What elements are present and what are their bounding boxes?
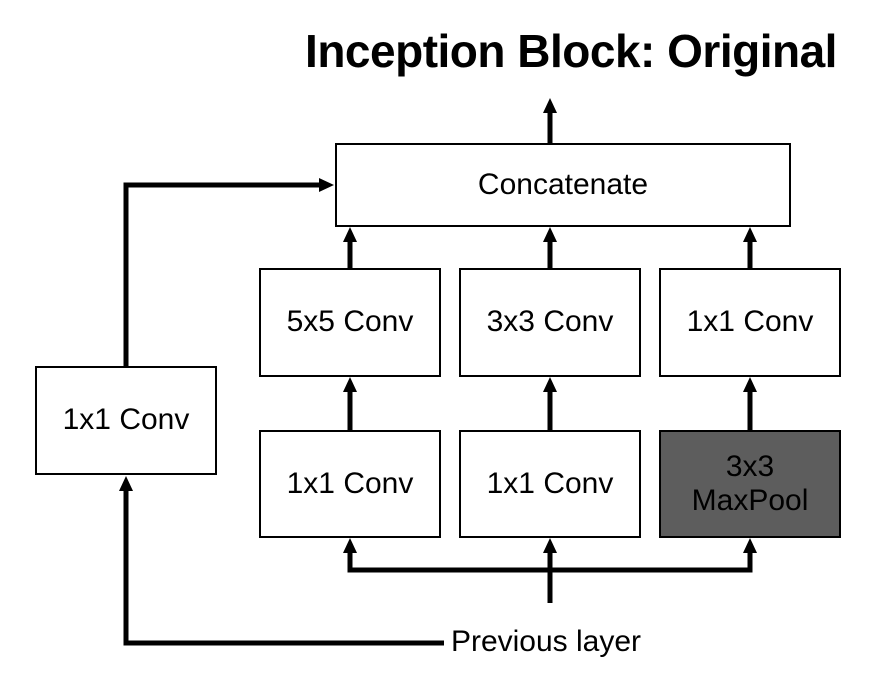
conv-1x1-shortcut-box: 1x1 Conv bbox=[35, 366, 217, 475]
arrow-branch2-stage bbox=[543, 377, 557, 430]
arrow-branch1-stage bbox=[343, 377, 357, 430]
box-label: 5x5 Conv bbox=[286, 305, 414, 339]
conv-1x1-reduce-branch1-box: 1x1 Conv bbox=[259, 430, 441, 538]
arrow-branch2-to-concatenate bbox=[543, 227, 557, 268]
box-label: 3x3 Conv bbox=[486, 305, 614, 339]
conv-1x1-branch3-box: 1x1 Conv bbox=[659, 268, 841, 377]
box-label: 1x1 Conv bbox=[62, 403, 190, 437]
conv-1x1-reduce-branch2-box: 1x1 Conv bbox=[459, 430, 641, 538]
arrow-input-branch bbox=[343, 538, 757, 573]
arrow-input-to-shortcut bbox=[119, 476, 444, 646]
diagram-title: Inception Block: Original bbox=[305, 25, 837, 77]
conv-3x3-box: 3x3 Conv bbox=[459, 268, 641, 377]
box-label: Concatenate bbox=[477, 167, 649, 201]
arrow-branch3-stage bbox=[743, 377, 757, 430]
arrow-branch1-to-concatenate bbox=[343, 227, 357, 268]
box-label: 1x1 Conv bbox=[486, 466, 614, 500]
arrow-concatenate-output bbox=[543, 98, 557, 143]
arrow-input-stem bbox=[543, 538, 557, 603]
previous-layer-label: Previous layer bbox=[450, 625, 642, 658]
box-label: 1x1 Conv bbox=[286, 466, 414, 500]
maxpool-3x3-box: 3x3 MaxPool bbox=[659, 430, 841, 538]
conv-5x5-box: 5x5 Conv bbox=[259, 268, 441, 377]
arrow-shortcut-to-concatenate bbox=[123, 178, 334, 366]
arrow-input-branch-left-head bbox=[343, 538, 357, 553]
box-label: 3x3 MaxPool bbox=[691, 449, 809, 518]
arrow-input-branch-right-head bbox=[743, 538, 757, 553]
arrow-branch3-to-concatenate bbox=[743, 227, 757, 268]
box-label: 1x1 Conv bbox=[686, 305, 814, 339]
concatenate-box: Concatenate bbox=[335, 143, 791, 227]
